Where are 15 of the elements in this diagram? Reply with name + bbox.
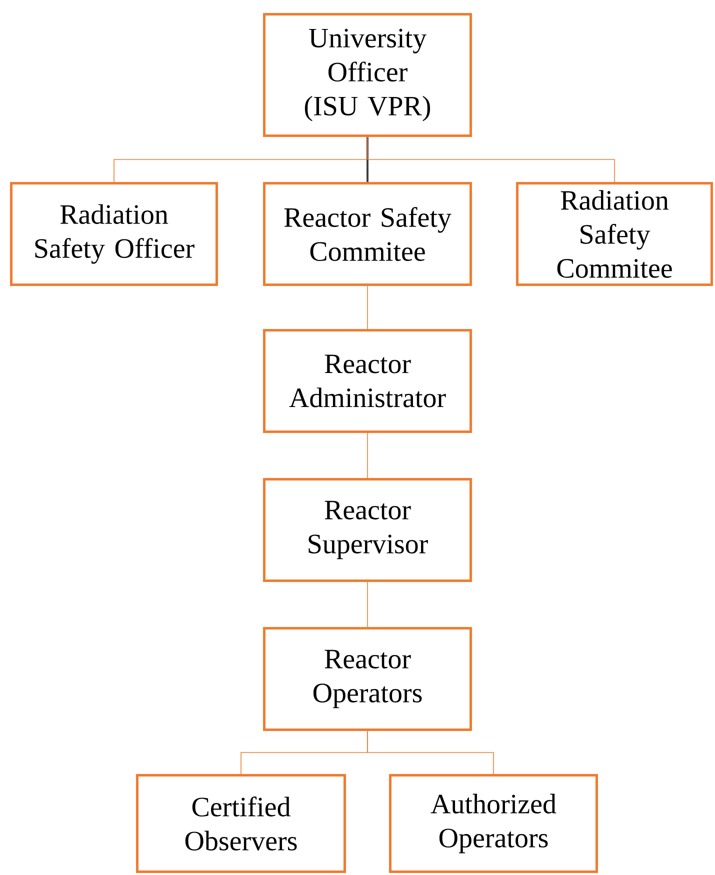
org-box: Radiation Safety Commitee — [516, 182, 713, 286]
org-box: Reactor Administrator — [263, 329, 472, 433]
org-box: Reactor Operators — [263, 627, 472, 731]
org-box: Reactor Safety Commitee — [263, 182, 472, 286]
connector-line — [367, 286, 368, 330]
org-box: University Officer (ISU VPR) — [263, 13, 472, 137]
org-box: Certified Observers — [136, 774, 346, 873]
org-box: Radiation Safety Officer — [10, 182, 218, 286]
org-box: Reactor Supervisor — [263, 478, 472, 582]
connector-line — [367, 136, 615, 182]
org-box: Authorized Operators — [389, 774, 598, 873]
connector-line — [366, 137, 368, 182]
connector-line — [367, 730, 494, 774]
connector-line — [367, 582, 368, 628]
connector-line — [367, 432, 368, 478]
